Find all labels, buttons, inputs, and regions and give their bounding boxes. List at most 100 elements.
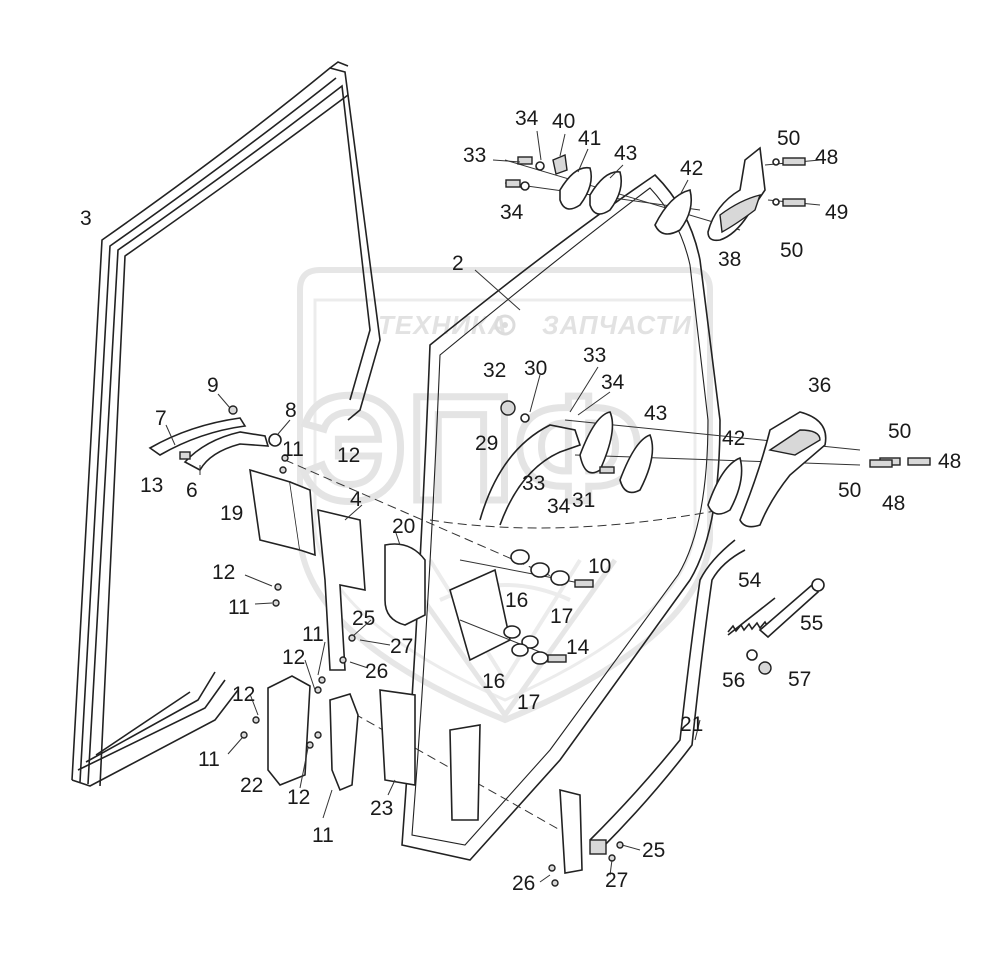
callout-40: 40: [552, 110, 575, 133]
arm-7: [148, 417, 247, 456]
callout-17: 17: [550, 605, 573, 628]
gasket-41: [559, 166, 593, 210]
callout-12: 12: [282, 646, 305, 669]
callout-36: 36: [808, 374, 831, 397]
callout-2: 2: [452, 252, 464, 275]
cap-32: [500, 400, 516, 416]
callout-50: 50: [888, 420, 911, 443]
upper-hinge-group: [504, 146, 821, 242]
callout-50: 50: [777, 127, 800, 150]
bracket-4: [317, 508, 366, 671]
callout-33: 33: [463, 144, 486, 167]
watermark-right-text: ЗАПЧАСТИ: [542, 310, 692, 340]
gasket-23: [379, 689, 416, 786]
callout-43: 43: [614, 142, 637, 165]
spring-54: [727, 597, 776, 636]
bolt-31: [599, 466, 615, 474]
callout-32: 32: [483, 359, 506, 382]
callout-7: 7: [155, 407, 167, 430]
callout-11: 11: [282, 438, 304, 461]
leader-lines: [165, 130, 701, 883]
callout-34: 34: [547, 495, 571, 518]
gasket-42-mid: [707, 456, 743, 515]
screw-13: [179, 451, 191, 460]
callout-6: 6: [186, 479, 198, 502]
callout-56: 56: [722, 669, 745, 692]
gasket-43-mid: [619, 434, 654, 494]
handle-36: [739, 411, 827, 528]
callout-41: 41: [578, 127, 601, 150]
fasteners: [240, 454, 624, 887]
callout-8: 8: [285, 399, 297, 422]
callout-23: 23: [370, 797, 393, 820]
callout-3: 3: [80, 207, 92, 230]
lock-bracket-right: [559, 788, 583, 874]
nut-57: [758, 661, 772, 675]
lock-bracket-left: [329, 693, 359, 792]
callout-54: 54: [738, 569, 762, 592]
cover-22: [267, 675, 311, 786]
callout-27: 27: [605, 869, 628, 892]
callout-20: 20: [392, 515, 415, 538]
callout-4: 4: [350, 488, 362, 511]
callout-21: 21: [680, 713, 703, 736]
callout-13: 13: [140, 474, 163, 497]
callout-14: 14: [566, 636, 590, 659]
watermark-gear-icon: [494, 314, 516, 336]
rod-29: [479, 424, 582, 526]
bolts-48-lower: [869, 457, 931, 468]
callout-33: 33: [583, 344, 606, 367]
gasket-43-upper: [589, 171, 623, 215]
callout-17: 17: [517, 691, 540, 714]
callout-48: 48: [882, 492, 905, 515]
callout-49: 49: [825, 201, 848, 224]
callout-26: 26: [512, 872, 535, 895]
bolt-33-upper: [505, 156, 533, 188]
callout-16: 16: [505, 589, 528, 612]
door-seal: [71, 61, 381, 787]
callout-43: 43: [644, 402, 667, 425]
washer-34-upper: [535, 161, 545, 171]
washer-stack-group: [459, 549, 594, 665]
callout-16: 16: [482, 670, 505, 693]
callout-30: 30: [524, 357, 547, 380]
callout-34: 34: [601, 371, 625, 394]
check-strap-group: [559, 539, 825, 874]
callout-34: 34: [515, 107, 539, 130]
callout-38: 38: [718, 248, 741, 271]
callout-11: 11: [302, 623, 324, 646]
cover-19: [249, 468, 301, 552]
washer-34-lower: [520, 181, 530, 191]
callout-27: 27: [390, 635, 413, 658]
middle-handle-group: [479, 400, 931, 528]
callout-9: 9: [207, 374, 219, 397]
callout-48: 48: [938, 450, 961, 473]
callout-42: 42: [680, 157, 703, 180]
washer-56: [746, 649, 758, 661]
washer-8: [268, 433, 282, 447]
handle-38: [707, 146, 766, 242]
callout-50: 50: [780, 239, 803, 262]
washer-30: [520, 413, 530, 423]
callout-12: 12: [287, 786, 310, 809]
callout-48: 48: [815, 146, 838, 169]
callout-10: 10: [588, 555, 611, 578]
callout-42: 42: [722, 427, 745, 450]
callout-labels: 3 2 34 40 41 33 43 42 34 50 48 49 50 38 …: [80, 107, 961, 895]
callout-57: 57: [788, 668, 811, 691]
callout-12: 12: [232, 683, 255, 706]
left-brackets-group: [249, 468, 511, 821]
strut-55: [758, 583, 820, 639]
callout-19: 19: [220, 502, 243, 525]
callout-31: 31: [572, 489, 595, 512]
callout-11: 11: [228, 596, 250, 619]
strap-21: [589, 539, 736, 841]
callout-29: 29: [475, 432, 498, 455]
callout-11: 11: [312, 824, 334, 847]
callout-55: 55: [800, 612, 823, 635]
callout-25: 25: [352, 607, 375, 630]
gasket-34-mid: [579, 411, 614, 474]
callout-26: 26: [365, 660, 388, 683]
